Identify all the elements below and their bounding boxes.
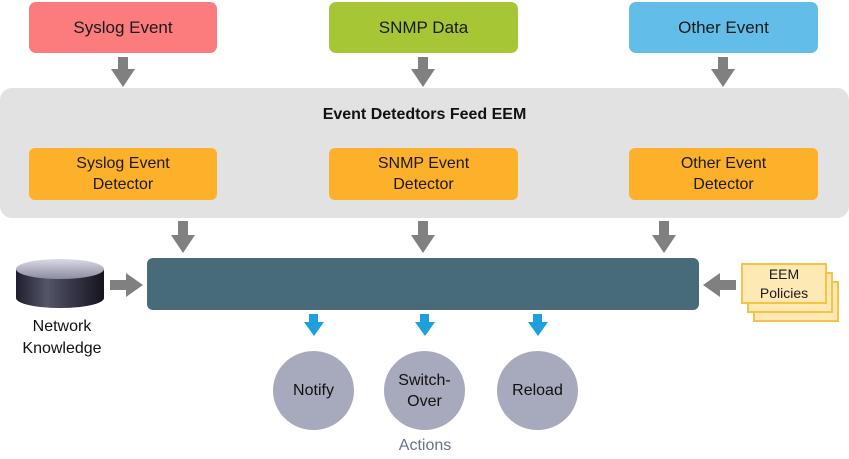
- eem-engine-bar: [147, 258, 699, 310]
- actions-label: Actions: [398, 437, 452, 454]
- snmp-data-label: SNMP Data: [378, 17, 469, 37]
- blue-arrow-down-icon: [528, 314, 548, 336]
- arrow-down-icon: [111, 57, 135, 87]
- blue-arrow-down-icon: [304, 314, 324, 336]
- arrow-down-icon: [411, 57, 435, 87]
- other-event-label: Other Event: [678, 17, 769, 37]
- other-event-detector: Other Event Detector: [629, 148, 818, 200]
- blue-arrow-down-icon: [415, 314, 435, 336]
- panel-title: Event Detedtors Feed EEM: [322, 106, 527, 123]
- arrow-down-icon: [711, 57, 735, 87]
- arrow-down-icon: [652, 221, 676, 253]
- reload-action: Reload: [497, 351, 578, 430]
- arrow-down-icon: [411, 221, 435, 253]
- eem-policies-label: EEM Policies: [759, 265, 809, 301]
- syslog-event-label: Syslog Event: [73, 17, 173, 37]
- notify-action: Notify: [273, 351, 354, 430]
- network-knowledge-label: Network Knowledge: [22, 318, 102, 357]
- database-icon: [16, 259, 104, 308]
- syslog-event-box: Syslog Event: [29, 2, 217, 53]
- arrow-down-icon: [171, 221, 195, 253]
- policy-sheet-front: [741, 263, 827, 304]
- arrow-left-icon: [703, 273, 736, 297]
- other-event-box: Other Event: [629, 2, 818, 53]
- snmp-event-detector: SNMP Event Detector: [329, 148, 518, 200]
- arrow-right-icon: [110, 273, 143, 297]
- snmp-data-box: SNMP Data: [329, 2, 518, 53]
- switch-over-action: Switch- Over: [384, 351, 465, 430]
- syslog-event-detector: Syslog Event Detector: [29, 148, 217, 200]
